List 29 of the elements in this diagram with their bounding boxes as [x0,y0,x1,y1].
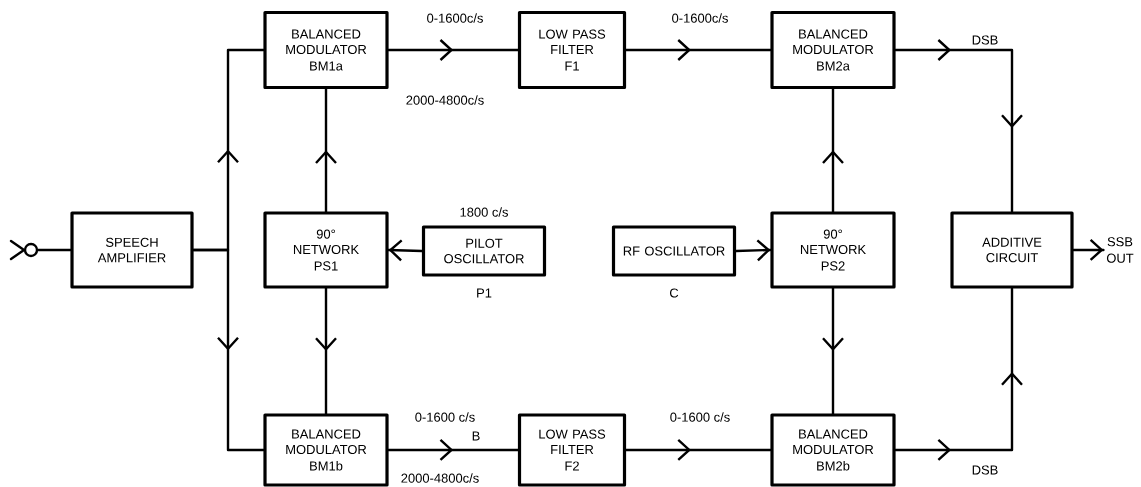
block-box: PILOT OSCILLATOR [421,225,547,277]
block-box: 90° NETWORK PS2 [770,211,896,289]
node-caption: P1 [477,288,492,298]
edge-label: DSB [970,464,1000,476]
block-box: BALANCED MODULATOR BM1b [263,413,389,487]
block-box: BALANCED MODULATOR BM2a [770,10,896,90]
edge-label: 0-1600c/s [425,12,485,24]
edge-label: DSB [970,34,1000,46]
node-caption: C [670,288,679,298]
arrow [387,239,424,262]
block-box: BALANCED MODULATOR BM2b [770,413,896,487]
edge-label: 0-1600 c/s [413,411,477,423]
arrow [734,239,772,262]
arrow [1072,239,1105,261]
block-box: LOW PASS FILTER F1 [517,10,627,90]
block-box: 90° NETWORK PS1 [263,211,389,289]
edge-label: 0-1600c/s [670,12,730,24]
output-label: SSB OUT [1106,237,1134,263]
node-caption: 1800 c/s [460,207,508,217]
signal-label: 2000-4800c/s [406,95,484,105]
edge-label: 0-1600 c/s [668,411,732,423]
input-terminal-drawing [9,239,39,261]
block-box: ADDITIVE CIRCUIT [950,211,1074,289]
signal-label: B [472,431,480,441]
block-box: RF OSCILLATOR [611,225,737,277]
signal-label: 2000-4800c/s [401,473,479,483]
block-box: BALANCED MODULATOR BM1a [263,10,389,90]
block-box: LOW PASS FILTER F2 [517,413,627,487]
block-box: SPEECH AMPLIFIER [70,211,194,289]
